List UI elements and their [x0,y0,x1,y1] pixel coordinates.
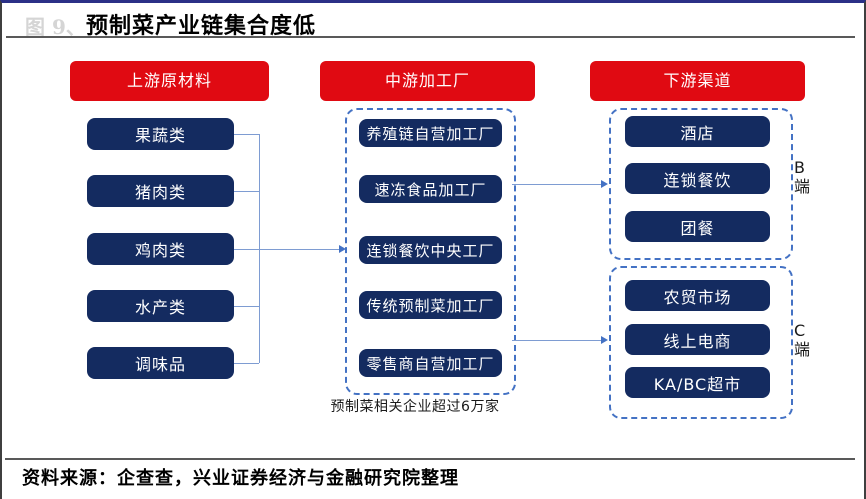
figure-number-label: 图 9、 [25,15,86,39]
b-side-label: B 端 [794,158,824,196]
arrowhead-mid-to-c-icon [601,336,608,344]
arrowhead-mid-to-b-icon [601,180,608,188]
node-downstream-c-3: KA/BC超市 [625,367,770,398]
connector-up-to-mid [234,249,339,250]
node-midstream-5: 零售商自营加工厂 [359,349,502,377]
node-upstream-5: 调味品 [87,347,234,379]
node-midstream-3: 连锁餐饮中央工厂 [359,236,502,264]
c-side-label-top: C [794,321,806,340]
midstream-dashed-group [345,108,516,395]
b-side-label-bottom: 端 [794,177,811,196]
node-midstream-4: 传统预制菜加工厂 [359,291,502,319]
connector-bus-vertical [259,134,260,363]
c-side-label: C 端 [794,321,824,359]
connector-stub-5 [234,363,259,364]
node-upstream-2: 猪肉类 [87,175,234,207]
midstream-caption: 预制菜相关企业超过6万家 [330,399,500,415]
page-title: 预制菜产业链集合度低 [86,13,317,39]
header-downstream: 下游渠道 [590,61,805,101]
connector-stub-2 [234,191,259,192]
node-downstream-b-3: 团餐 [625,211,770,242]
c-side-label-bottom: 端 [794,340,811,359]
node-downstream-c-1: 农贸市场 [625,280,770,311]
header-upstream: 上游原材料 [70,61,269,101]
node-upstream-3: 鸡肉类 [87,233,234,265]
node-downstream-b-1: 酒店 [625,116,770,147]
connector-mid-to-c [512,340,602,341]
header-midstream: 中游加工厂 [320,61,535,101]
node-upstream-4: 水产类 [87,290,234,322]
connector-stub-4 [234,306,259,307]
node-midstream-1: 养殖链自营加工厂 [359,119,502,147]
bottom-rule [5,458,855,460]
node-downstream-c-2: 线上电商 [625,324,770,355]
arrowhead-up-to-mid-icon [339,245,346,253]
node-upstream-1: 果蔬类 [87,118,234,150]
connector-mid-to-b [512,184,602,185]
node-midstream-2: 速冻食品加工厂 [359,175,502,203]
node-downstream-b-2: 连锁餐饮 [625,163,770,194]
downstream-c-dashed-group [609,266,793,419]
downstream-b-dashed-group [609,108,793,260]
source-attribution: 资料来源：企查查，兴业证券经济与金融研究院整理 [22,468,459,489]
title-underline [6,36,855,38]
b-side-label-top: B [794,158,805,177]
connector-stub-1 [234,134,259,135]
